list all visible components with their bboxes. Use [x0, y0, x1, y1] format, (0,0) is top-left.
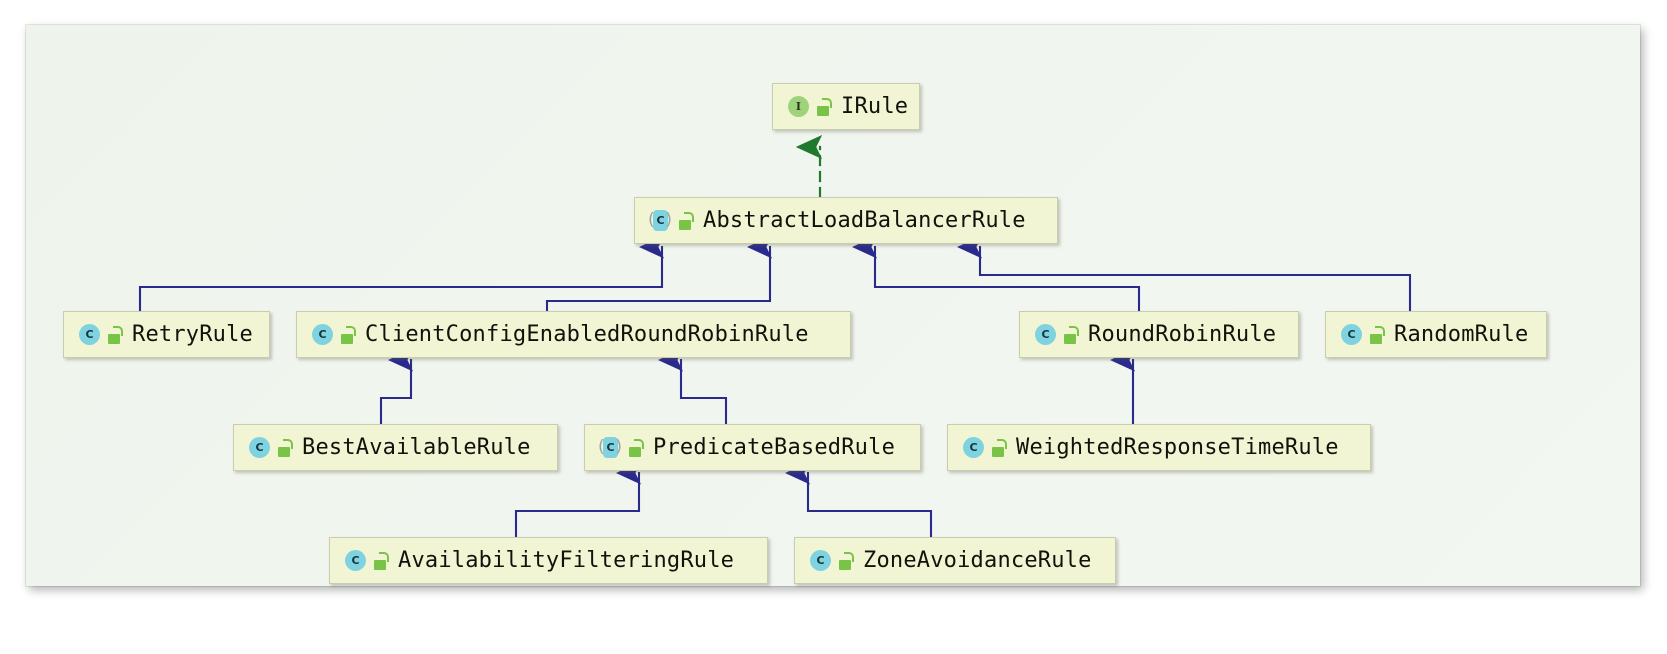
unlocked-padlock-icon [1369, 325, 1385, 344]
edge-retry-extends-alb [138, 235, 665, 313]
edge-availfilter-extends-predicate [514, 461, 642, 539]
class-icon: C [1339, 323, 1363, 347]
interface-icon: I [786, 95, 810, 119]
class-node-label: ZoneAvoidanceRule [863, 548, 1092, 573]
class-icon: C [343, 549, 367, 573]
unlocked-padlock-icon [838, 551, 854, 570]
edge-random-extends-alb [956, 235, 1412, 313]
class-node-label: RetryRule [132, 322, 254, 347]
class-node-label: RoundRobinRule [1088, 322, 1277, 347]
class-node-label: PredicateBasedRule [653, 435, 896, 460]
class-node-zoneavoidancerule[interactable]: C ZoneAvoidanceRule [794, 537, 1116, 584]
class-node-retryrule[interactable]: C RetryRule [63, 311, 270, 358]
edge-ccerr-extends-alb [545, 235, 773, 313]
class-node-label: AbstractLoadBalancerRule [703, 208, 1026, 233]
edge-bestavail-extends-ccerr [379, 348, 414, 426]
class-node-roundrobinrule[interactable]: C RoundRobinRule [1019, 311, 1299, 358]
unlocked-padlock-icon [373, 551, 389, 570]
unlocked-padlock-icon [277, 438, 293, 457]
edge-roundrobin-extends-alb [851, 235, 1141, 313]
unlocked-padlock-icon [991, 438, 1007, 457]
unlocked-padlock-icon [816, 97, 832, 116]
class-node-clientconfigenabledroundrobinrule[interactable]: C ClientConfigEnabledRoundRobinRule [296, 311, 851, 358]
class-node-label: BestAvailableRule [302, 435, 531, 460]
unlocked-padlock-icon [107, 325, 123, 344]
abstract-class-icon: ( C ) [598, 436, 622, 458]
abstract-class-icon: ( C ) [648, 209, 672, 231]
unlocked-padlock-icon [678, 211, 694, 230]
class-icon: C [247, 436, 271, 460]
edge-zoneavoid-extends-predicate [784, 461, 933, 539]
class-node-weightedresponsetimerule[interactable]: C WeightedResponseTimeRule [947, 424, 1371, 471]
class-node-label: AvailabilityFilteringRule [398, 548, 735, 573]
class-icon: C [77, 323, 101, 347]
class-node-label: ClientConfigEnabledRoundRobinRule [365, 322, 809, 347]
class-icon: C [808, 549, 832, 573]
class-icon: C [1033, 323, 1057, 347]
class-node-randomrule[interactable]: C RandomRule [1325, 311, 1547, 358]
class-node-label: RandomRule [1394, 322, 1529, 347]
class-icon: C [310, 323, 334, 347]
uml-diagram-panel: I IRule ( C ) AbstractLoadBalancerRule C [26, 25, 1640, 586]
unlocked-padlock-icon [340, 325, 356, 344]
class-node-predicatebasedrule[interactable]: ( C ) PredicateBasedRule [584, 424, 921, 471]
class-node-abstractloadbalancerrule[interactable]: ( C ) AbstractLoadBalancerRule [634, 197, 1058, 244]
unlocked-padlock-icon [628, 438, 644, 457]
unlocked-padlock-icon [1063, 325, 1079, 344]
class-icon: C [961, 436, 985, 460]
class-node-irule[interactable]: I IRule [772, 83, 920, 130]
class-node-label: IRule [841, 94, 909, 119]
edge-predicate-extends-ccerr [657, 348, 728, 426]
class-node-availabilityfilteringrule[interactable]: C AvailabilityFilteringRule [329, 537, 768, 584]
class-node-label: WeightedResponseTimeRule [1016, 435, 1339, 460]
class-node-bestavailablerule[interactable]: C BestAvailableRule [233, 424, 558, 471]
